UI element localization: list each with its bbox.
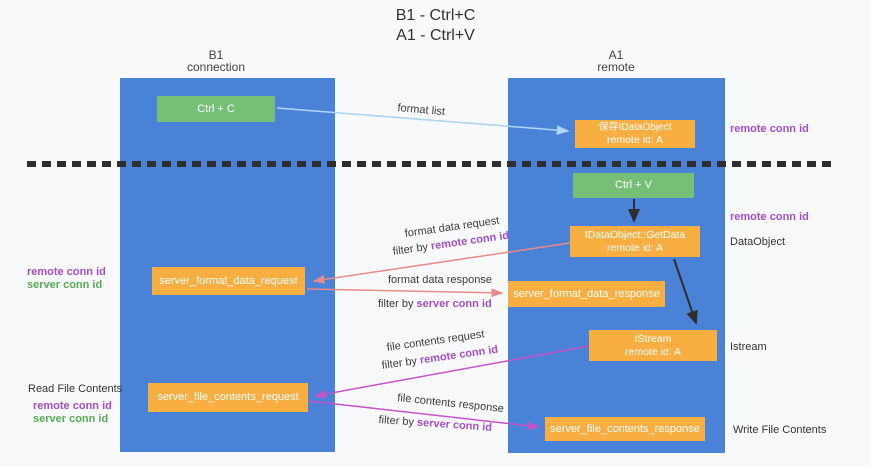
- lane-header-b1: B1 connection: [146, 49, 286, 73]
- server-conn-id-text: server conn id: [416, 416, 493, 434]
- server-conn-id-text: server conn id: [416, 298, 492, 310]
- left-server-conn-id-2: server conn id: [33, 413, 109, 425]
- lane-b1-role: connection: [186, 60, 246, 74]
- right-dataobject-label: DataObject: [730, 236, 786, 248]
- node-server-format-data-response-label: server_format_data_response: [513, 287, 660, 300]
- node-ctrl-v-label: Ctrl + V: [615, 179, 652, 191]
- right-remote-conn-id-mid: remote conn id: [730, 211, 809, 223]
- right-remote-conn-id-top: remote conn id: [730, 123, 809, 135]
- left-remote-conn-id-2: remote conn id: [33, 400, 112, 412]
- lane-a1-role: remote: [597, 60, 635, 74]
- filter-by-text: filter by: [378, 414, 415, 429]
- node-istream-line1: IStream: [634, 332, 672, 345]
- node-server-file-contents-request: server_file_contents_request: [148, 383, 308, 412]
- node-save-dataobject-line2: remote id: A: [606, 134, 664, 146]
- node-idataobject-getdata: IDataObject::GetData remote id: A: [570, 226, 700, 257]
- node-getdata-line2: remote id: A: [606, 241, 664, 254]
- node-istream-line2: remote id: A: [624, 345, 682, 358]
- node-getdata-line1: IDataObject::GetData: [584, 228, 686, 241]
- lane-b1-name: B1: [208, 48, 224, 62]
- title-line-1: B1 - Ctrl+C: [395, 7, 476, 24]
- label-file-contents-response: file contents response: [396, 392, 505, 416]
- left-remote-conn-id-1: remote conn id: [27, 266, 106, 278]
- node-ctrl-c: Ctrl + C: [157, 96, 275, 122]
- label-format-list: format list: [396, 102, 446, 119]
- filter-by-text: filter by: [378, 298, 414, 310]
- node-save-dataobject-line1: 保存IDataObject: [598, 122, 672, 133]
- node-istream: IStream remote id: A: [589, 330, 717, 361]
- lane-header-a1: A1 remote: [546, 49, 686, 73]
- lane-a1-name: A1: [608, 48, 624, 62]
- node-server-file-contents-response-label: server_file_contents_response: [550, 422, 700, 435]
- node-save-dataobject: 保存IDataObject remote id: A: [575, 120, 695, 148]
- label-format-data-response: format data response: [388, 274, 492, 286]
- left-server-conn-id-1: server conn id: [27, 279, 103, 291]
- node-server-format-data-request-label: server_format_data_request: [159, 274, 298, 287]
- right-write-file-contents-label: Write File Contents: [733, 424, 827, 436]
- filter-by-text: filter by: [381, 355, 418, 372]
- node-server-file-contents-request-label: server_file_contents_request: [157, 391, 299, 403]
- title-line-2: A1 - Ctrl+V: [396, 27, 475, 44]
- filter-by-text: filter by: [392, 241, 429, 258]
- diagram-title: B1 - Ctrl+C A1 - Ctrl+V: [0, 6, 871, 46]
- right-istream-label: Istream: [730, 341, 767, 353]
- node-server-file-contents-response: server_file_contents_response: [545, 417, 705, 441]
- dashed-separator: [27, 161, 837, 167]
- arrow-format-data-response: [306, 288, 504, 298]
- node-ctrl-v: Ctrl + V: [573, 173, 694, 198]
- node-server-format-data-request: server_format_data_request: [152, 267, 305, 295]
- node-server-format-data-response: server_format_data_response: [508, 281, 665, 307]
- node-ctrl-c-label: Ctrl + C: [197, 102, 235, 115]
- left-read-file-contents-label: Read File Contents: [28, 383, 123, 395]
